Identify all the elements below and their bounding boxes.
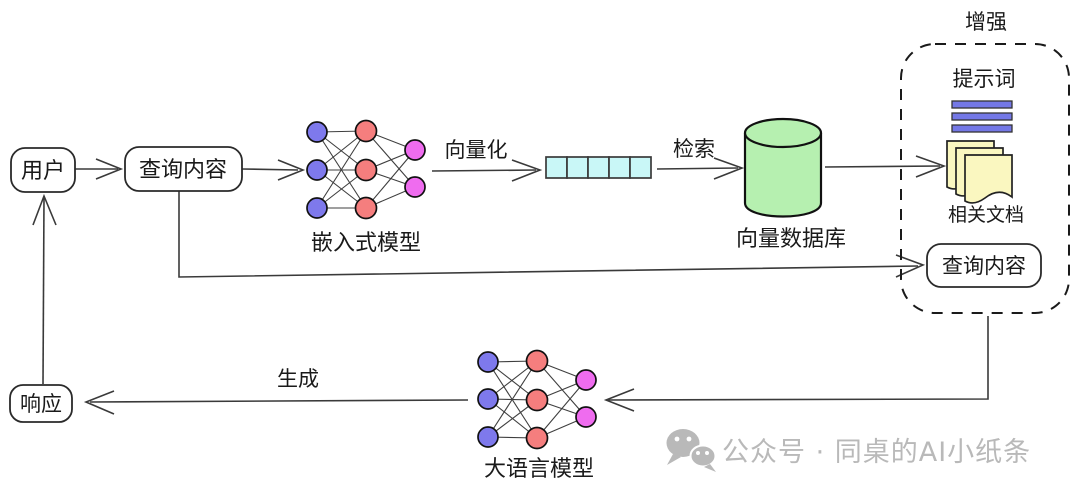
arrow-augment-to-llm [606, 316, 989, 401]
vector-cell [629, 156, 652, 179]
vector-cell [566, 156, 589, 179]
arrowhead-vectorize [511, 159, 543, 182]
vectorize-label: 向量化 [445, 138, 508, 162]
embedding-input-node [306, 159, 328, 181]
llm-output-node [575, 369, 597, 391]
wechat-eye [686, 436, 692, 442]
query-box [124, 146, 243, 192]
llm-hidden-node [525, 388, 549, 412]
generate-label: 生成 [277, 367, 319, 391]
wechat-eye [696, 451, 700, 455]
arrow-retrieve [656, 167, 739, 170]
wechat-eye [705, 451, 709, 455]
prompt-bars-icon [951, 100, 1013, 133]
arrowhead-user-to-query [95, 158, 124, 180]
llm-input-node [477, 426, 499, 448]
augment-label: 增强 [965, 10, 1007, 34]
wechat-bubble-large [666, 429, 700, 457]
augment-query-label: 查询内容 [942, 254, 1026, 278]
database-cylinder-icon [743, 117, 823, 218]
prompt-bar [951, 100, 1013, 109]
wechat-bubble-small [689, 444, 717, 468]
arrowhead-response-to-user [32, 193, 57, 226]
user-box [10, 147, 76, 193]
arrow-generate [89, 399, 469, 403]
arrow-query-to-augment [178, 191, 919, 278]
llm-hidden-node [525, 426, 549, 450]
embedding-output-node [404, 139, 426, 161]
cylinder-body [743, 133, 823, 218]
cylinder-top [743, 117, 823, 149]
llm-hidden-node [525, 349, 549, 373]
vector-cell [545, 156, 568, 179]
vector-cell [587, 156, 610, 179]
wechat-eye [674, 436, 680, 442]
arrowhead-augment-to-llm [603, 388, 635, 412]
prompt-label: 提示词 [953, 67, 1016, 91]
arrow-vectorize [431, 169, 537, 172]
vector-cell [608, 156, 631, 179]
llm-output-node [575, 406, 597, 428]
wechat-bubble-small-tail [704, 464, 716, 472]
embedding-network-icon [306, 119, 426, 220]
arrowhead-query-to-augment [895, 254, 926, 278]
arrowhead-generate [83, 390, 115, 415]
augment-dashed-box [900, 43, 1070, 314]
embedding-network-edges [316, 130, 416, 209]
related-docs-label: 相关文档 [948, 204, 1024, 226]
arrow-query-to-embedding [241, 168, 299, 171]
wechat-icon [666, 429, 717, 472]
llm-network-edges [487, 360, 587, 439]
vector-cells-icon [545, 156, 652, 179]
embedding-hidden-node [354, 119, 378, 143]
arrow-response-to-user [42, 197, 45, 385]
embedding-model-label: 嵌入式模型 [311, 231, 421, 256]
retrieve-label: 检索 [673, 137, 715, 161]
prompt-bar [951, 124, 1013, 133]
arrow-db-to-docs [824, 165, 941, 168]
arrowhead-db-to-docs [915, 155, 947, 178]
llm-input-node [477, 351, 499, 373]
llm-label: 大语言模型 [484, 457, 594, 482]
watermark-text: 公众号 · 同桌的AI小纸条 [722, 437, 1031, 468]
llm-input-node [477, 388, 499, 410]
arrowhead-retrieve [713, 157, 745, 180]
documents-icon [946, 140, 1013, 204]
query-label: 查询内容 [139, 158, 227, 183]
augment-query-box [926, 243, 1042, 288]
embedding-input-node [306, 121, 328, 143]
embedding-input-node [306, 197, 328, 219]
llm-network-icon [477, 349, 597, 450]
wechat-bubble-large-tail [667, 454, 681, 465]
embedding-hidden-node [354, 196, 378, 220]
embedding-hidden-node [354, 158, 378, 182]
document-page [964, 154, 1013, 204]
prompt-bar [951, 112, 1013, 121]
flow-arrows [32, 155, 989, 415]
response-label: 响应 [20, 392, 62, 416]
arrowhead-query-to-embedding [277, 159, 306, 181]
embedding-output-node [404, 176, 426, 198]
user-label: 用户 [21, 159, 65, 184]
vector-db-label: 向量数据库 [736, 227, 846, 252]
response-box [9, 384, 73, 423]
